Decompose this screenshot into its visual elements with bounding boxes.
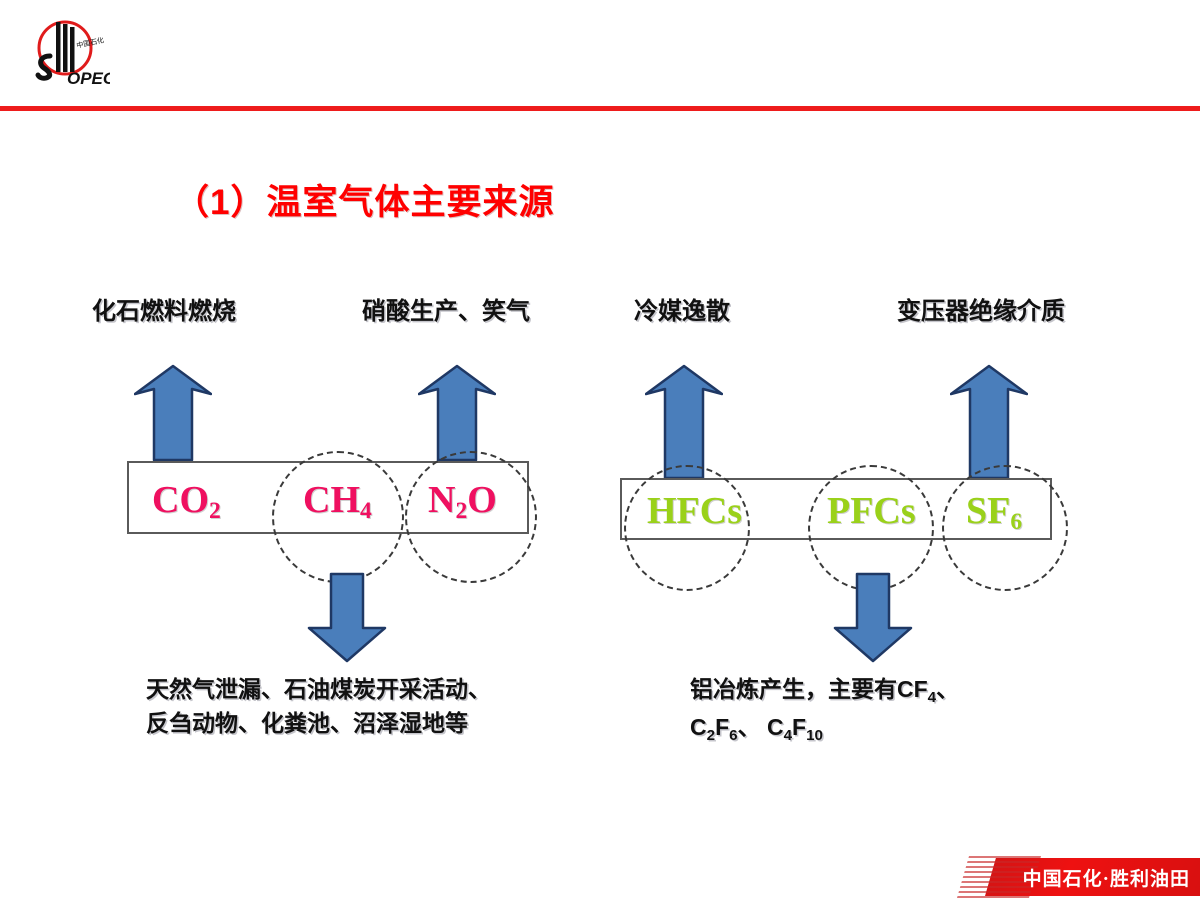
sinopec-logo: 中国石化 OPEC <box>20 18 116 92</box>
source-label-transformer-insulation: 变压器绝缘介质 <box>897 298 1065 325</box>
source-label-refrigerant-leakage: 冷媒逸散 <box>634 298 730 325</box>
pfc-p1-sub: 6 <box>729 726 738 744</box>
page-title: （1）温室气体主要来源 <box>174 183 555 222</box>
pfc-p2-text: 、 C <box>737 714 784 740</box>
arrow-up-co2 <box>133 363 213 468</box>
header-divider-rule <box>0 106 1200 111</box>
pfc-p3-text: F <box>792 714 807 740</box>
arrow-down-ch4 <box>307 572 387 669</box>
gas-label-hfcs: HFCs <box>647 489 742 533</box>
gas-main-ch4: CH <box>303 479 360 521</box>
gas-main-n2o: N <box>428 479 456 521</box>
pfc-line1-sub: 4 <box>927 688 937 706</box>
source-label-fossil-fuel-combustion: 化石燃料燃烧 <box>92 298 236 325</box>
description-pfc-line-1: 铝冶炼产生，主要有CF4、 <box>690 672 959 710</box>
footer-banner: 中国石化·胜利油田 <box>955 852 1200 900</box>
gas-main-hfcs: HFCs <box>647 490 742 532</box>
description-pfc-sources: 铝冶炼产生，主要有CF4、 C2F6、 C4F10 <box>690 672 959 748</box>
gas-circle-hfcs <box>624 465 750 591</box>
gas-label-pfcs: PFCs <box>827 489 916 533</box>
description-methane-line-1: 天然气泄漏、石油煤炭开采活动、 <box>146 676 491 702</box>
description-pfc-line-2: C2F6、 C4F10 <box>690 710 959 748</box>
description-methane-line-2: 反刍动物、化粪池、沼泽湿地等 <box>146 710 468 736</box>
pfc-p1-text: F <box>715 714 730 740</box>
pfc-p3-sub: 10 <box>806 726 823 744</box>
description-methane-sources: 天然气泄漏、石油煤炭开采活动、 反刍动物、化粪池、沼泽湿地等 <box>146 672 491 740</box>
gas-sub-sf6: 6 <box>1010 509 1023 536</box>
gas-label-ch4: CH4 <box>303 478 372 525</box>
gas-sub-n2o: 2 <box>455 498 468 525</box>
arrow-down-pfcs <box>833 572 913 669</box>
gas-main-sf6: SF <box>966 490 1011 532</box>
pfc-p2-sub: 4 <box>783 726 793 744</box>
source-label-nitric-acid-laughing-gas: 硝酸生产、笑气 <box>362 298 530 325</box>
gas-label-n2o: N2O <box>428 478 497 525</box>
gas-sub-co2: 2 <box>209 498 221 525</box>
gas-label-sf6: SF6 <box>966 489 1023 536</box>
gas-sub-ch4: 4 <box>360 498 372 525</box>
pfc-line1-post: 、 <box>936 676 960 702</box>
gas-label-co2: CO2 <box>152 478 221 525</box>
pfc-p0-sub: 2 <box>706 726 716 744</box>
gas-main-co2: CO <box>152 479 209 521</box>
banner-text: 中国石化·胜利油田 <box>1022 869 1190 890</box>
svg-text:OPEC: OPEC <box>67 69 110 88</box>
gas-tail-n2o: O <box>467 479 497 521</box>
pfc-line1-pre: 铝冶炼产生，主要有CF <box>690 676 928 702</box>
gas-circle-sf6 <box>942 465 1068 591</box>
gas-circle-n2o <box>405 451 537 583</box>
gas-main-pfcs: PFCs <box>827 490 916 532</box>
pfc-p0-text: C <box>690 714 707 740</box>
